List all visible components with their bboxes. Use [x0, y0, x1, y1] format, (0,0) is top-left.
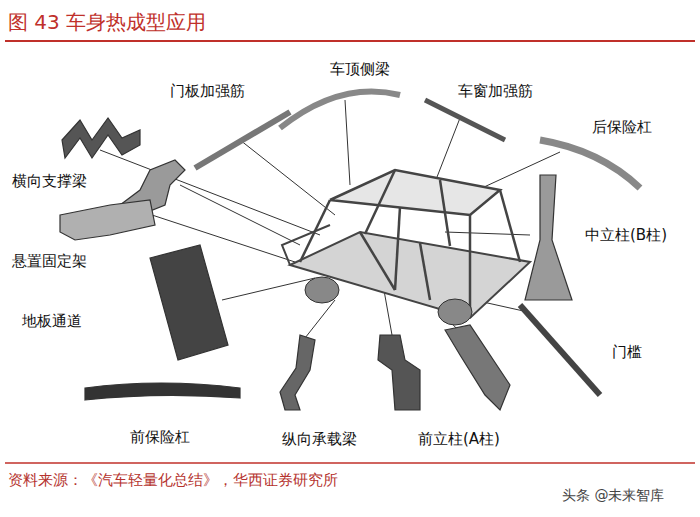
car-body — [282, 170, 530, 325]
leader-line — [345, 100, 350, 185]
source-caption: 资料来源：《汽车轻量化总结》，华西证券研究所 — [8, 471, 338, 489]
door-bar-part — [195, 112, 290, 168]
parts — [60, 91, 640, 410]
part-label: 车窗加强筋 — [458, 82, 533, 100]
pillar — [440, 180, 450, 246]
part-label: 中立柱(B柱) — [585, 226, 667, 244]
window-bar-part — [425, 100, 505, 140]
leader-line — [240, 140, 335, 215]
title-rule — [5, 40, 695, 42]
b-pillar-part — [525, 175, 572, 300]
pillar — [395, 207, 400, 290]
part-label: 车顶侧梁 — [330, 60, 390, 78]
mount-bracket-part — [60, 200, 155, 240]
pillar — [365, 170, 395, 234]
part-label: 纵向承载梁 — [282, 430, 357, 448]
cross-member — [360, 232, 395, 290]
pillars — [300, 170, 520, 318]
leader-line — [222, 278, 315, 300]
floor-tunnel-part — [150, 245, 228, 360]
part-label: 后保险杠 — [592, 118, 652, 136]
a-pillar-part — [378, 335, 420, 410]
leader-line — [445, 232, 530, 235]
wheel — [438, 299, 472, 325]
pillar — [469, 215, 472, 318]
sill-part — [520, 305, 600, 395]
front-bumper-part — [85, 383, 240, 400]
leader-line — [305, 300, 335, 338]
a-pillar-part — [445, 325, 510, 410]
part-label: 前立柱(A柱) — [418, 430, 500, 448]
roof-rail-part — [280, 91, 400, 128]
front-frame — [282, 225, 330, 265]
caption-rule — [5, 462, 695, 464]
pillar — [500, 190, 520, 262]
part-label: 地板通道 — [22, 312, 82, 330]
cross-member — [420, 243, 430, 300]
part-label: 门槛 — [612, 343, 642, 361]
part-label: 门板加强筋 — [170, 82, 245, 100]
part-label: 横向支撑梁 — [12, 172, 87, 190]
part-label: 前保险杠 — [130, 428, 190, 446]
wheel — [305, 277, 339, 303]
roof-frame — [330, 170, 500, 215]
longitudinal-beam-part — [280, 335, 315, 410]
figure-title: 图 43 车身热成型应用 — [8, 9, 206, 35]
part-label: 悬置固定架 — [12, 252, 87, 270]
floor-frame — [290, 232, 530, 318]
hat-profile-part — [62, 118, 140, 158]
leader-line — [180, 185, 300, 245]
watermark: 头条 @未来智库 — [562, 486, 664, 504]
